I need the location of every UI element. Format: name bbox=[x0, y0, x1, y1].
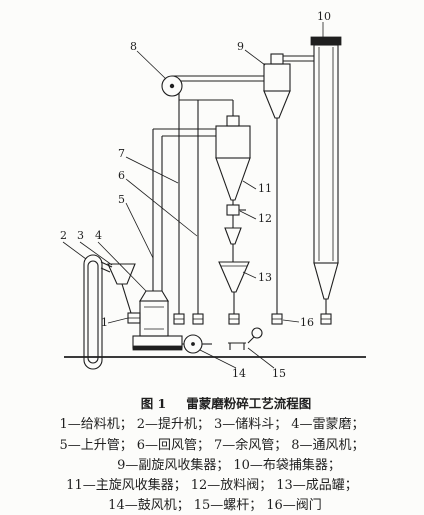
callout-6: 6 bbox=[118, 169, 125, 182]
legend-item: 14—鼓风机； bbox=[108, 498, 190, 513]
callout-4: 4 bbox=[95, 229, 102, 242]
leader-11 bbox=[242, 180, 257, 190]
legend-item: 3—储料斗； bbox=[214, 417, 288, 432]
callout-2: 2 bbox=[60, 229, 67, 242]
legend-item: 10—布袋捕集器； bbox=[233, 458, 341, 473]
callout-13: 13 bbox=[258, 271, 272, 284]
leader-12 bbox=[239, 210, 257, 220]
bag-filter-housing bbox=[313, 44, 339, 264]
callout-9: 9 bbox=[237, 40, 244, 53]
mill-base-plinth bbox=[132, 345, 183, 351]
ground-fittings bbox=[228, 327, 263, 350]
legend-item: 6—回风管； bbox=[136, 438, 210, 453]
bag-filter-hopper bbox=[313, 262, 339, 300]
callout-12: 12 bbox=[258, 212, 272, 225]
leader-4 bbox=[97, 241, 147, 292]
legend-item: 11—主旋风收集器； bbox=[66, 478, 187, 493]
leader-lines bbox=[62, 22, 324, 369]
leader-2 bbox=[62, 241, 87, 260]
legend-item: 1—给料机； bbox=[59, 417, 133, 432]
figure-number: 图 1 bbox=[140, 396, 167, 411]
leader-8 bbox=[136, 50, 167, 80]
feeder bbox=[127, 312, 141, 324]
secondary-cyclone-cone bbox=[263, 90, 291, 119]
callout-numbers: 1 2 3 4 5 6 7 8 9 10 11 12 13 14 15 16 bbox=[60, 10, 331, 380]
elevator-discharge-chute-bottom bbox=[100, 267, 111, 273]
callout-14: 14 bbox=[232, 367, 246, 380]
caption-title-line: 图 1 雷蒙磨粉碎工艺流程图 bbox=[0, 396, 424, 412]
legend-item: 8—通风机； bbox=[291, 438, 365, 453]
return-air-pipe bbox=[173, 93, 185, 325]
callout-1: 1 bbox=[101, 316, 108, 329]
discharge-valve bbox=[226, 204, 240, 216]
elevator-discharge-chute-top bbox=[100, 261, 113, 268]
legend-line-1: 1—给料机；2—提升机； 3—储料斗；4—雷蒙磨； bbox=[0, 417, 424, 433]
callout-3: 3 bbox=[77, 229, 84, 242]
leader-13 bbox=[242, 271, 257, 279]
callout-10: 10 bbox=[317, 10, 331, 23]
handwheel-stem bbox=[247, 336, 255, 344]
legend-line-4: 11—主旋风收集器；12—放料阀；13—成品罐； bbox=[0, 478, 424, 494]
legend-line-5: 14—鼓风机；15—螺杆；16—阀门 bbox=[0, 498, 424, 514]
legend-item: 13—成品罐； bbox=[276, 478, 358, 493]
intermediate-funnel bbox=[224, 227, 242, 245]
leader-9 bbox=[244, 49, 266, 66]
leader-16 bbox=[282, 319, 300, 323]
handwheel-symbol bbox=[251, 327, 263, 339]
blower bbox=[182, 334, 212, 354]
callout-11: 11 bbox=[258, 182, 272, 195]
legend-line-3: 9—副旋风收集器；10—布袋捕集器； bbox=[0, 458, 424, 474]
elevator-casing-inner bbox=[87, 260, 99, 364]
leader-1 bbox=[107, 317, 129, 324]
legend-item: 5—上升管； bbox=[59, 438, 133, 453]
legend-item: 7—余风管； bbox=[214, 438, 288, 453]
leader-14 bbox=[199, 349, 237, 369]
leader-6 bbox=[125, 178, 198, 237]
legend-item: 4—雷蒙磨； bbox=[291, 417, 365, 432]
leader-7 bbox=[125, 156, 179, 184]
figure-title: 雷蒙磨粉碎工艺流程图 bbox=[186, 396, 312, 411]
main-cyclone-barrel bbox=[215, 125, 251, 159]
process-flow-diagram: 1 2 3 4 5 6 7 8 9 10 11 12 13 14 15 16 bbox=[60, 10, 366, 380]
main-cyclone-collector bbox=[215, 115, 251, 201]
bucket-elevator bbox=[83, 254, 113, 370]
hopper-body bbox=[107, 263, 136, 285]
mill-classifier-hood bbox=[139, 290, 169, 302]
secondary-cyclone-outlet bbox=[270, 53, 284, 65]
leader-3 bbox=[79, 241, 113, 266]
main-cyclone-outlet bbox=[226, 115, 240, 127]
elevator-casing-outer bbox=[83, 254, 103, 370]
callout-7: 7 bbox=[118, 147, 125, 160]
legend-item: 12—放料阀； bbox=[190, 478, 273, 493]
callout-16: 16 bbox=[300, 316, 314, 329]
legend-item: 15—螺杆； bbox=[193, 498, 263, 513]
callout-5: 5 bbox=[118, 193, 125, 206]
callout-15: 15 bbox=[272, 367, 286, 380]
fan-outlet-pipe bbox=[172, 75, 264, 82]
raymond-mill bbox=[132, 290, 183, 351]
product-tank bbox=[218, 261, 250, 293]
legend-item: 9—副旋风收集器； bbox=[117, 458, 230, 473]
mill-body bbox=[139, 300, 169, 337]
riser-pipe bbox=[152, 128, 216, 291]
legend-item: 16—阀门 bbox=[266, 498, 322, 513]
blower-hub bbox=[191, 342, 195, 346]
callout-8: 8 bbox=[130, 40, 137, 53]
cyclone-to-filter-pipe bbox=[283, 55, 314, 62]
main-cyclone-cone bbox=[215, 157, 251, 201]
legend-line-2: 5—上升管；6—回风管； 7—余风管；8—通风机； bbox=[0, 438, 424, 454]
hopper-chute bbox=[121, 283, 132, 314]
secondary-cyclone-barrel bbox=[263, 63, 291, 92]
storage-hopper bbox=[107, 263, 136, 314]
leader-15 bbox=[247, 347, 275, 369]
leader-5 bbox=[125, 202, 154, 259]
fan-hub bbox=[169, 83, 175, 89]
legend-item: 2—提升机； bbox=[136, 417, 210, 432]
bag-filter-cap bbox=[310, 36, 342, 46]
cyclone-suction-pipe bbox=[179, 99, 234, 116]
secondary-cyclone-collector bbox=[263, 53, 291, 325]
bag-filter bbox=[310, 36, 342, 325]
product-discharge-line bbox=[218, 200, 250, 325]
excess-air-pipe bbox=[192, 100, 204, 325]
